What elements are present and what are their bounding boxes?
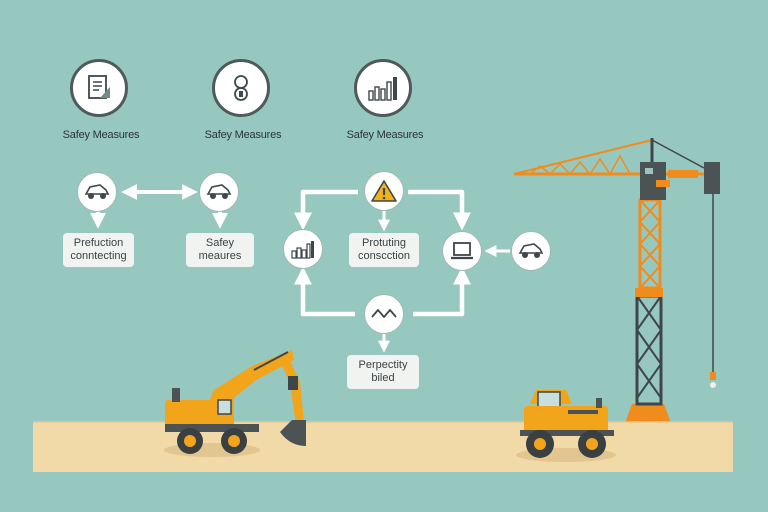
- card-perpectity: Perpectity biled: [347, 355, 419, 389]
- laptop-icon: [451, 242, 473, 260]
- arrow-bottom-right: [413, 266, 471, 317]
- bar-chart-icon-circle[interactable]: [354, 59, 412, 117]
- arrow-top-right: [408, 189, 471, 231]
- card-line: Protuting: [361, 237, 407, 249]
- card-line: conntecting: [70, 250, 127, 262]
- arrow-bottom-left: [294, 266, 355, 317]
- cycle-node-far-right[interactable]: [511, 231, 551, 271]
- tower-crane: [513, 138, 720, 432]
- ground: [33, 422, 733, 472]
- card-line: conscction: [358, 250, 410, 262]
- cycle-node-bottom[interactable]: [364, 294, 404, 334]
- card-protuting: Protuting conscction: [349, 233, 419, 267]
- arrow-top-left: [294, 189, 358, 231]
- top-label-1: Safey Measures: [62, 129, 140, 141]
- left-node-2[interactable]: [199, 172, 239, 212]
- truck-icon: [206, 184, 232, 199]
- card-line: Prefuction: [73, 237, 124, 249]
- top-label-2: Safey Measures: [204, 129, 282, 141]
- document-icon: [88, 75, 110, 99]
- cycle-node-left[interactable]: [283, 229, 323, 269]
- left-node-1[interactable]: [77, 172, 117, 212]
- cycle-arrows: [294, 189, 510, 353]
- cycle-node-right[interactable]: [442, 231, 482, 271]
- bar-chart-icon: [291, 241, 314, 259]
- card-line: meaures: [198, 250, 242, 262]
- loader: [520, 390, 614, 458]
- worker-icon: [234, 75, 248, 101]
- worker-icon-circle[interactable]: [212, 59, 270, 117]
- truck-icon: [518, 243, 544, 258]
- warning-icon: [371, 180, 397, 202]
- left-flow-arrows: [90, 184, 228, 229]
- truck-icon: [84, 184, 110, 199]
- document-icon-circle[interactable]: [70, 59, 128, 117]
- bar-chart-icon: [368, 77, 397, 101]
- card-line: Safey: [205, 237, 235, 249]
- card-safey: Safey meaures: [186, 233, 254, 267]
- card-line: Perpectity: [358, 359, 408, 371]
- excavator: [165, 350, 306, 454]
- cycle-node-top[interactable]: [364, 171, 404, 211]
- card-line: biled: [371, 372, 395, 384]
- top-label-3: Safey Measures: [346, 129, 424, 141]
- wave-icon: [371, 309, 397, 318]
- card-prefuction: Prefuction conntecting: [63, 233, 134, 267]
